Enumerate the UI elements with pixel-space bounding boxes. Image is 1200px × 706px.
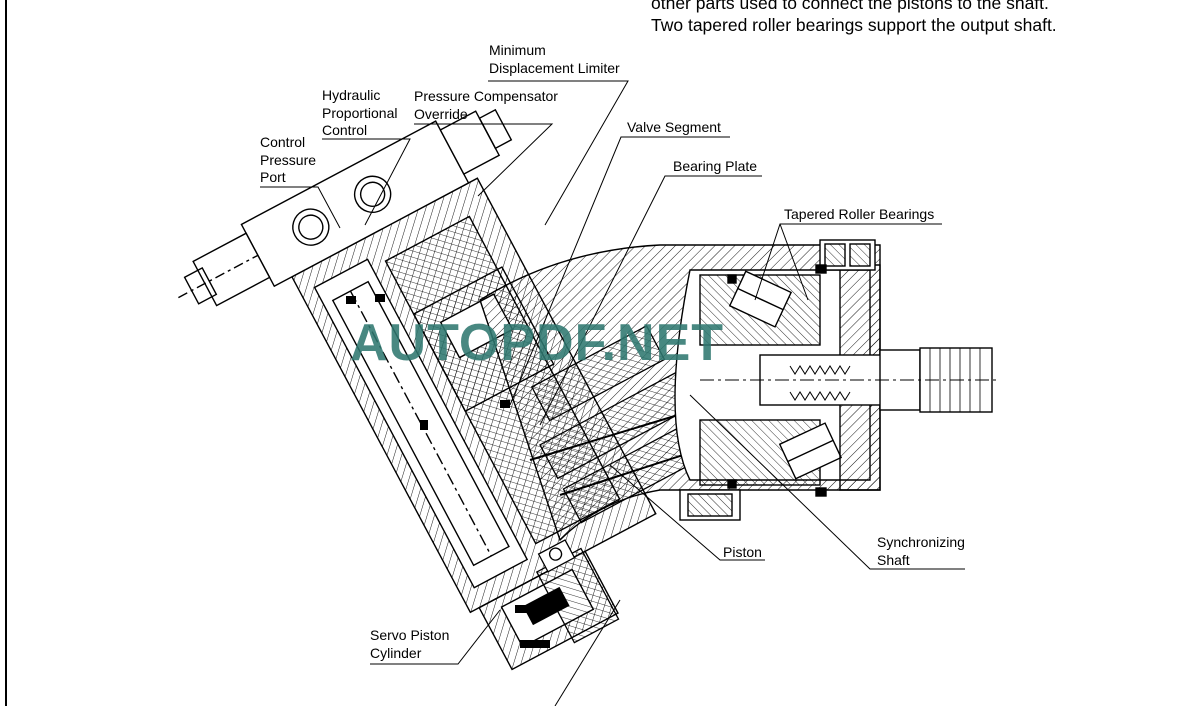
label-valve-segment: Valve Segment bbox=[627, 119, 721, 135]
label-synchronizing-shaft: Synchronizing Shaft bbox=[877, 534, 965, 568]
label-hydraulic-proportional-control: Hydraulic Proportional Control bbox=[322, 87, 398, 138]
body-paragraph: other parts used to connect the pistons … bbox=[651, 0, 1191, 36]
label-control-pressure-port: Control Pressure Port bbox=[260, 134, 317, 185]
label-bearing-plate: Bearing Plate bbox=[673, 158, 758, 174]
bottom-fitting bbox=[535, 539, 620, 644]
label-tapered-roller-bearings: Tapered Roller Bearings bbox=[784, 206, 935, 222]
leader-lines bbox=[260, 80, 965, 706]
label-minimum-displacement-limiter: Minimum Displacement Limiter bbox=[489, 42, 620, 76]
watermark-text: AUTOPDF.NET bbox=[350, 314, 725, 372]
label-pressure-compensator-override: Pressure Compensator Override bbox=[414, 88, 558, 122]
label-piston: Piston bbox=[723, 544, 762, 560]
label-servo-piston-cylinder: Servo Piston Cylinder bbox=[370, 627, 450, 661]
body-text-line: Two tapered roller bearings support the … bbox=[651, 15, 1057, 35]
seal-marks bbox=[346, 294, 550, 648]
page-border-line bbox=[5, 0, 7, 706]
body-text-line: other parts used to connect the pistons … bbox=[651, 0, 1049, 13]
shaft-housing bbox=[479, 239, 1000, 542]
